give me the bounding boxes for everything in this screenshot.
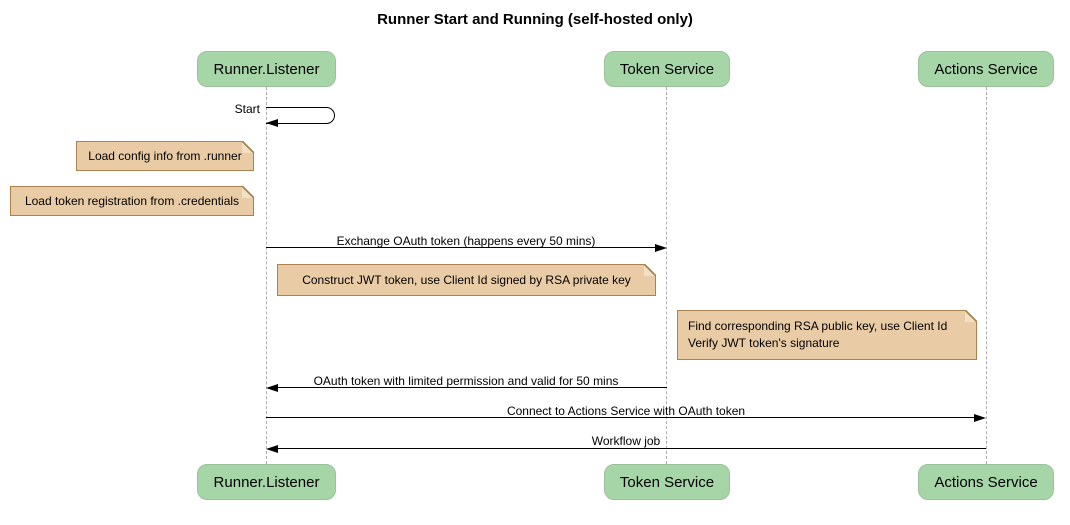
message-line bbox=[266, 417, 974, 418]
participant-label: Runner.Listener bbox=[213, 60, 320, 78]
note-load-config: Load config info from .runner bbox=[76, 141, 254, 171]
note-load-token-registration: Load token registration from .credential… bbox=[10, 186, 254, 216]
arrowhead-icon bbox=[266, 445, 278, 453]
participant-label: Actions Service bbox=[934, 473, 1038, 491]
note-text: Load token registration from .credential… bbox=[24, 194, 240, 208]
diagram-title: Runner Start and Running (self-hosted on… bbox=[377, 11, 693, 28]
note-text: Find corresponding RSA public key, use C… bbox=[688, 319, 948, 350]
arrowhead-icon bbox=[974, 414, 986, 422]
participant-label: Actions Service bbox=[934, 60, 1038, 78]
participant-token-service-bottom: Token Service bbox=[604, 464, 730, 500]
note-verify-jwt: Find corresponding RSA public key, use C… bbox=[677, 310, 977, 360]
lifeline-actions-service bbox=[985, 87, 987, 464]
message-label-workflow-job: Workflow job bbox=[591, 434, 661, 448]
message-label-oauth-token: OAuth token with limited permission and … bbox=[313, 374, 619, 388]
message-label-exchange-oauth: Exchange OAuth token (happens every 50 m… bbox=[336, 234, 596, 248]
participant-token-service-top: Token Service bbox=[604, 51, 730, 87]
message-line bbox=[266, 247, 655, 248]
lifeline-runner-listener bbox=[265, 87, 267, 464]
self-message-loop bbox=[266, 107, 335, 124]
lifeline-token-service bbox=[666, 87, 667, 464]
message-label-connect-actions: Connect to Actions Service with OAuth to… bbox=[506, 404, 746, 418]
arrowhead-icon bbox=[266, 384, 278, 392]
participant-runner-listener-top: Runner.Listener bbox=[197, 51, 336, 87]
arrowhead-icon bbox=[655, 244, 667, 252]
message-line bbox=[277, 387, 667, 388]
participant-label: Token Service bbox=[619, 60, 715, 78]
participant-runner-listener-bottom: Runner.Listener bbox=[197, 464, 336, 500]
note-text: Construct JWT token, use Client Id signe… bbox=[302, 273, 631, 287]
participant-actions-service-bottom: Actions Service bbox=[918, 464, 1054, 500]
arrowhead-icon bbox=[266, 119, 278, 127]
participant-label: Runner.Listener bbox=[213, 473, 320, 491]
message-label-start: Start bbox=[234, 102, 260, 116]
note-text: Load config info from .runner bbox=[88, 149, 242, 163]
message-line bbox=[277, 448, 986, 449]
note-construct-jwt: Construct JWT token, use Client Id signe… bbox=[277, 264, 656, 296]
participant-actions-service-top: Actions Service bbox=[918, 51, 1054, 87]
participant-label: Token Service bbox=[619, 473, 715, 491]
